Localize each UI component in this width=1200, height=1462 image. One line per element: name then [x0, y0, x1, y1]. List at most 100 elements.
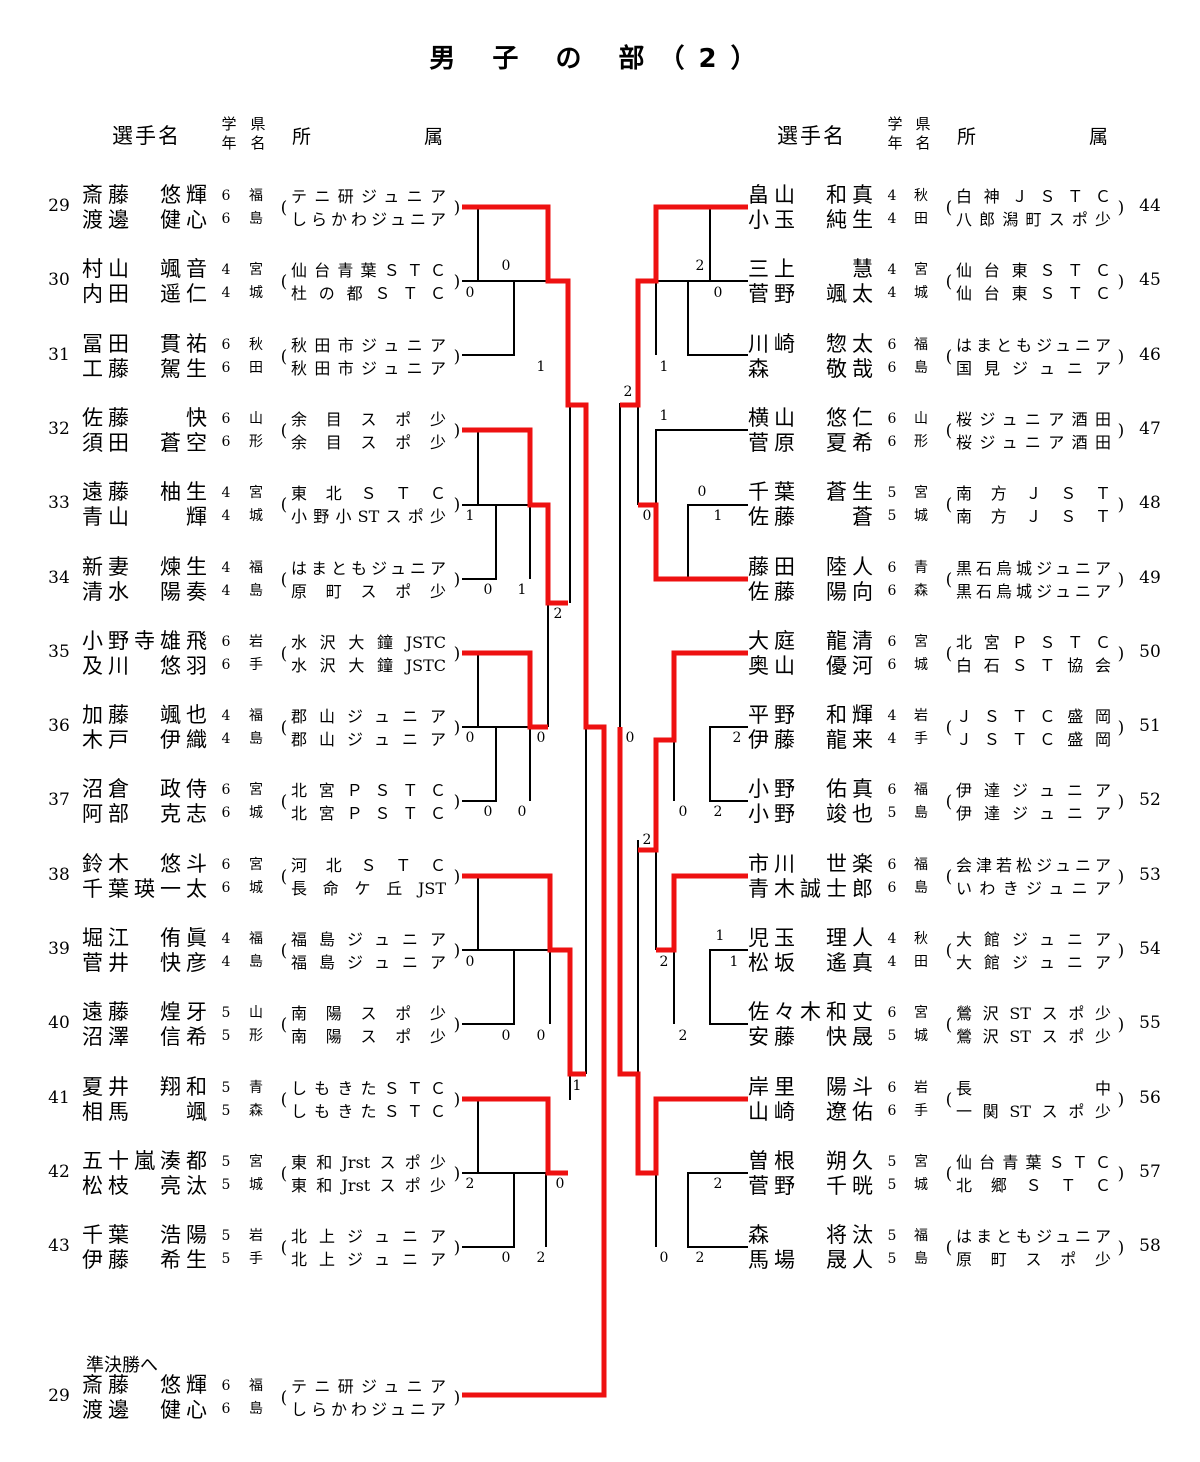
prefecture-char: 秋	[914, 188, 928, 204]
prefecture-char: 島	[249, 954, 263, 970]
affiliation: 長命ケ丘JST	[291, 878, 446, 898]
affiliations: 会津若松ジュニアいわきジュニア	[956, 854, 1111, 900]
paren-close: )	[453, 495, 461, 516]
bracket-line	[462, 726, 497, 802]
paren-open: (	[945, 718, 953, 739]
affiliation: 東和Jrstスポ少	[291, 1152, 446, 1172]
winner-path-line	[656, 873, 748, 953]
prefecture-char: 城	[249, 879, 263, 896]
player-names: 夏井 翔和相馬 颯	[82, 1075, 207, 1125]
player-names: 千葉 浩陽伊藤 希生	[82, 1223, 207, 1273]
affiliation: 北上ジュニア	[291, 1250, 446, 1270]
grade: 6	[887, 879, 897, 896]
affiliation: 秋田市ジュニア	[291, 335, 446, 355]
paren-open: (	[945, 495, 953, 516]
winner-path-line	[617, 727, 748, 1176]
prefecture-char: 城	[914, 1028, 928, 1045]
player-name: 佐藤 陽向	[748, 579, 873, 604]
player-name: 相馬 颯	[82, 1099, 207, 1124]
affiliations: 福島ジュニア福島ジュニア	[291, 928, 446, 974]
affiliation: はまともジュニア	[956, 1227, 1111, 1247]
prefecture-char: 形	[914, 433, 928, 450]
player-name: 松枝 亮汰	[82, 1173, 207, 1198]
paren-close: )	[1117, 941, 1125, 961]
player-names: 斎藤 悠輝渡邊 健心	[82, 183, 207, 233]
affiliation: 黒石烏城ジュニア	[956, 558, 1111, 578]
affiliation: いわきジュニア	[956, 878, 1111, 898]
prefecture: 福島	[913, 1225, 929, 1271]
grade: 5	[887, 485, 897, 502]
match-score: 2	[660, 954, 669, 970]
affiliation: 伊達ジュニア	[956, 781, 1111, 801]
prefecture-char: 城	[249, 805, 263, 822]
paren-close: )	[1117, 420, 1125, 441]
entry-number: 48	[1139, 493, 1161, 514]
affiliations: テニ研ジュニアしらかわジュニア	[291, 1375, 446, 1421]
entry-number: 33	[48, 493, 70, 514]
prefecture-char: 手	[914, 731, 928, 748]
paren-open: (	[945, 346, 953, 367]
grade: 6	[221, 336, 231, 353]
paren-close: )	[1117, 495, 1125, 516]
prefecture-char: 田	[914, 211, 928, 227]
grade: 6	[887, 433, 897, 450]
paren-close: )	[453, 792, 461, 813]
paren-open: (	[280, 495, 288, 516]
header-pref-char: 県	[250, 115, 266, 133]
prefecture: 福島	[913, 334, 929, 380]
player-names: 小野 佑真小野 竣也	[748, 777, 873, 827]
entry-number: 34	[48, 567, 70, 588]
paren-close: )	[453, 272, 461, 293]
affiliations: 余目スポ少余目スポ少	[291, 408, 446, 454]
bracket-line	[462, 949, 515, 1025]
prefecture-char: 宮	[914, 633, 928, 650]
paren-close: )	[1117, 866, 1125, 887]
grade: 5	[887, 1251, 897, 1268]
player-name: 奥山 優河	[748, 653, 873, 678]
bracket-line	[462, 652, 530, 728]
prefecture: 秋田	[913, 185, 929, 231]
prefecture-char: 福	[914, 856, 928, 873]
affiliation: 東和Jrstスポ少	[291, 1175, 446, 1195]
prefecture: 山形	[248, 408, 264, 454]
header-grade-char: 年	[887, 134, 903, 152]
prefecture: 宮城	[913, 482, 929, 528]
prefecture: 福島	[913, 779, 929, 825]
player-names: 小野寺雄飛及川 悠羽	[82, 629, 207, 679]
entry-number: 51	[1139, 716, 1161, 737]
match-score: 0	[714, 285, 723, 301]
affiliation: しらかわジュニア	[291, 210, 446, 229]
player-name: 森 敬哉	[748, 356, 873, 381]
affiliation: 原町スポ少	[956, 1250, 1111, 1270]
prefecture-char: 福	[249, 931, 263, 947]
affiliation: しらかわジュニア	[291, 1400, 446, 1419]
affiliation: ＪＳＴＣ盛岡	[956, 730, 1111, 750]
bracket-line	[687, 1172, 748, 1248]
player-name: 小野寺雄飛	[82, 628, 207, 653]
prefecture-char: 山	[249, 1005, 263, 1022]
affiliation: 水沢大鐘JSTC	[291, 632, 446, 652]
winner-path-line	[638, 502, 748, 582]
player-name: 小玉 純生	[748, 208, 873, 232]
player-name: 菅野 颯太	[748, 282, 873, 307]
paren-close: )	[1117, 198, 1125, 218]
bracket-line	[709, 949, 748, 1025]
paren-open: (	[945, 941, 953, 961]
match-score: 0	[502, 258, 511, 274]
affiliation: はまともジュニア	[956, 335, 1111, 355]
match-score: 0	[643, 508, 652, 524]
entry-number: 58	[1139, 1236, 1161, 1257]
prefecture-char: 山	[249, 410, 263, 427]
entry-number: 40	[48, 1013, 70, 1034]
